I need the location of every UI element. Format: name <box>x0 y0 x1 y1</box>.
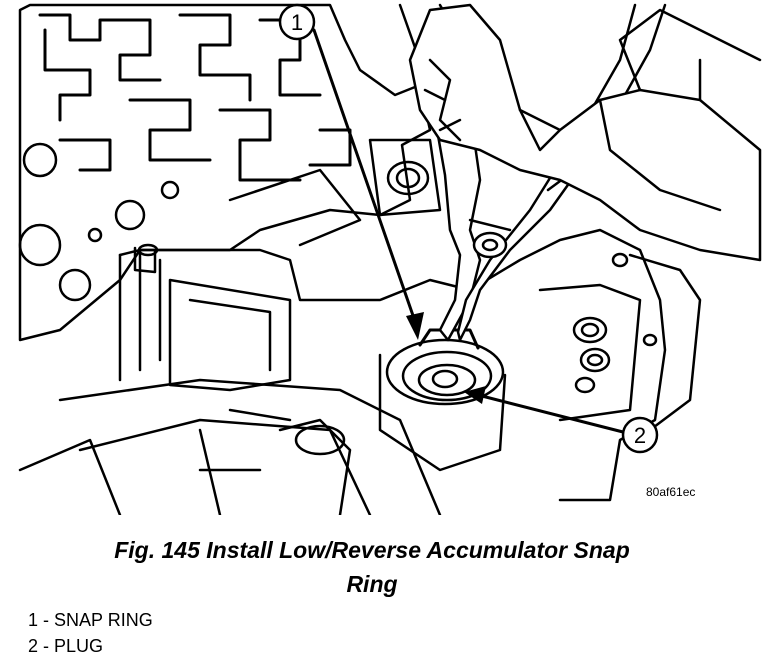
transmission-illustration: 1 2 <box>18 3 762 515</box>
legend: 1 - SNAP RING 2 - PLUG <box>28 607 153 659</box>
caption-line-2: Ring <box>346 571 398 597</box>
figure-caption: Fig. 145 Install Low/Reverse Accumulator… <box>0 533 768 601</box>
lower-component <box>18 378 442 515</box>
callout-2: 2 <box>464 386 659 454</box>
image-code: 80af61ec <box>646 485 696 499</box>
callout-1: 1 <box>278 3 424 340</box>
technician-hand <box>408 3 762 262</box>
callout-2-number: 2 <box>634 423 646 448</box>
callout-1-number: 1 <box>291 10 303 35</box>
caption-line-1: Fig. 145 Install Low/Reverse Accumulator… <box>114 537 630 563</box>
legend-item: 1 - SNAP RING <box>28 610 153 630</box>
legend-item: 2 - PLUG <box>28 636 104 656</box>
accumulator-bore <box>378 328 507 472</box>
transmission-case <box>118 138 702 502</box>
